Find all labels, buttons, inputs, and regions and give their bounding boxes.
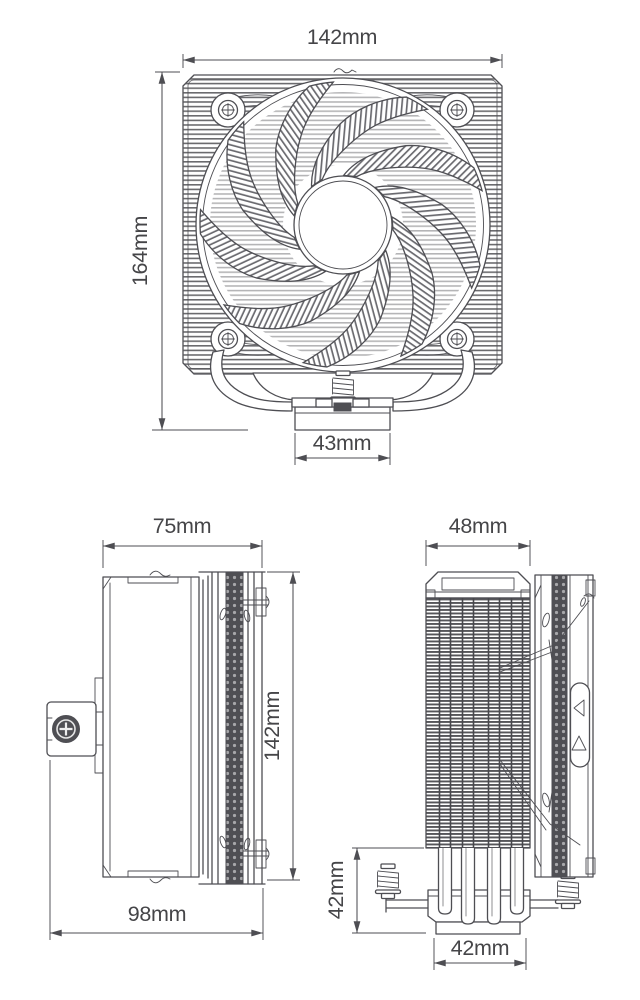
rear-fin-width-label: 48mm <box>449 514 508 538</box>
rear-base-width-label: 42mm <box>451 936 510 960</box>
side-heatsink <box>198 571 270 885</box>
dim-rear-base-height: 42mm <box>324 847 426 934</box>
side-view: 75mm 142mm 98mm <box>46 514 300 940</box>
fan-clip-lower <box>499 759 581 846</box>
dim-rear-base-width: 42mm <box>433 936 527 970</box>
dim-rear-fin-width: 48mm <box>425 514 531 566</box>
fan-arrow-panel <box>569 682 591 768</box>
front-width-label: 142mm <box>307 25 377 49</box>
heatpipes <box>437 847 525 925</box>
rotation-arrow-icon <box>573 699 585 717</box>
airflow-arrow-icon <box>571 735 587 751</box>
rear-base-height-label: 42mm <box>324 861 348 920</box>
front-height-label: 164mm <box>128 216 152 286</box>
fan-clip-upper <box>499 593 595 673</box>
rear-view: 48mm 42mm 42mm <box>324 514 596 970</box>
dim-side-height: 142mm <box>260 571 300 881</box>
side-fan-body <box>94 570 200 884</box>
front-base-width-label: 43mm <box>313 431 372 455</box>
rear-fan-side <box>499 574 596 878</box>
side-depth-label: 98mm <box>128 902 187 926</box>
dim-front-base-width: 43mm <box>294 431 391 465</box>
side-height-label: 142mm <box>260 691 284 761</box>
corner-screws <box>210 92 475 357</box>
side-mounting-bracket <box>46 701 104 757</box>
dim-front-width: 142mm <box>182 25 503 68</box>
mounting-base-front <box>209 349 476 431</box>
rear-fan-blade-strip <box>551 574 568 878</box>
heatpipe-columns <box>438 598 524 848</box>
dim-side-depth: 98mm <box>49 760 264 940</box>
rear-top-cap <box>425 571 531 599</box>
front-view: 142mm 164mm 43mm <box>128 25 503 465</box>
dim-side-top-width: 75mm <box>102 514 263 568</box>
dim-front-height: 164mm <box>128 71 248 431</box>
rear-base <box>374 863 582 935</box>
fan-hub <box>293 175 393 275</box>
side-top-width-label: 75mm <box>153 514 212 538</box>
rear-fin-stack <box>425 597 531 849</box>
side-fin-edge-strip <box>225 571 244 885</box>
